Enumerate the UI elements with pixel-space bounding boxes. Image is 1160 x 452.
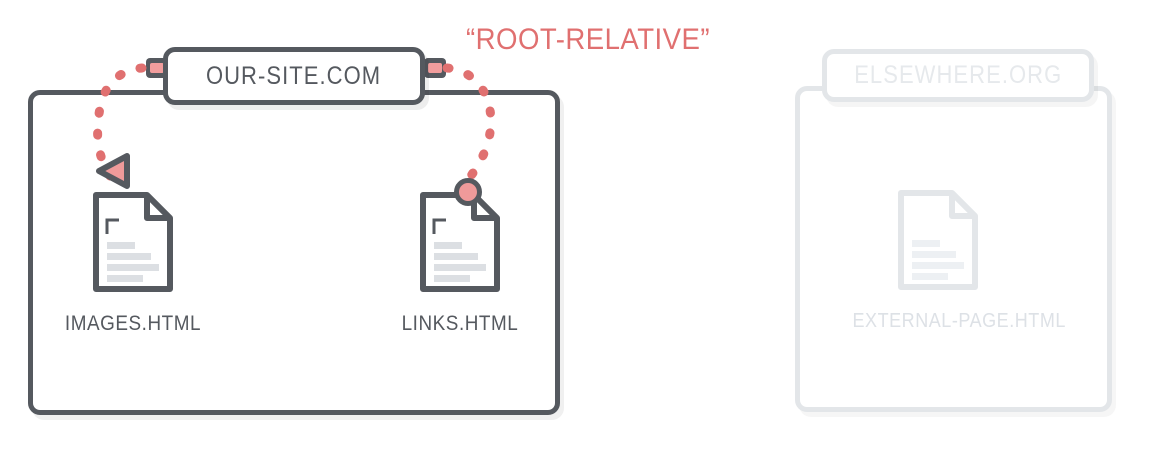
file-label-links: LINKS.HTML [401, 312, 519, 335]
tab-connector-right-icon [424, 58, 446, 78]
tab-connector-left-icon [146, 58, 168, 78]
file-item-images[interactable]: IMAGES.HTML [38, 153, 228, 336]
file-icon-links-wrap [418, 178, 502, 294]
root-relative-annotation: “ROOT-RELATIVE” [466, 23, 711, 56]
file-label-external-page: EXTERNAL-PAGE.HTML [852, 310, 1066, 332]
elsewhere-panel [795, 86, 1112, 412]
link-origin-dot-icon [454, 178, 482, 206]
file-label-images: IMAGES.HTML [64, 312, 202, 335]
elsewhere-tab-label: ELSEWHERE.ORG [853, 61, 1063, 89]
document-icon [898, 190, 978, 290]
our-site-tab-label: OUR-SITE.COM [206, 61, 382, 90]
elsewhere-tab[interactable]: ELSEWHERE.ORG [822, 49, 1094, 102]
file-item-links[interactable]: LINKS.HTML [365, 178, 555, 336]
file-item-external-page[interactable]: EXTERNAL-PAGE.HTML [843, 188, 1066, 333]
document-icon [420, 192, 500, 292]
arrow-head-icon [96, 153, 130, 189]
file-icon-images-wrap [91, 153, 175, 294]
document-icon [93, 192, 173, 292]
our-site-tab[interactable]: OUR-SITE.COM [163, 47, 425, 105]
file-icon-external-wrap [896, 188, 980, 292]
